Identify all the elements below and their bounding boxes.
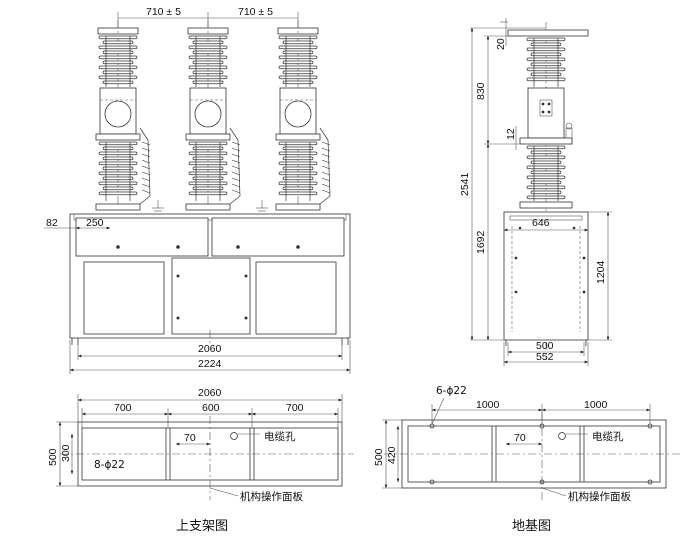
dim-span-left: 1000 <box>476 399 500 411</box>
mechanism-door <box>171 257 251 335</box>
insulator-columns <box>95 20 331 211</box>
foundation-cable-hole-label: 电缆孔 <box>592 430 624 443</box>
dim-pitch-left: 710 ± 5 <box>146 6 181 18</box>
side-base-cabinet <box>503 211 589 341</box>
upper-insulator <box>526 37 566 87</box>
lower-door-left <box>83 261 165 335</box>
interrupter-housing <box>527 87 565 139</box>
bracket-hole-label: 8-ϕ22 <box>94 459 125 471</box>
dim-lower-height: 1692 <box>475 230 487 254</box>
dim-bay-right: 700 <box>286 402 304 414</box>
cable-hole <box>230 432 238 440</box>
dim-bay-left: 700 <box>114 402 132 414</box>
lower-door-right <box>255 261 337 335</box>
front-view: 710 ± 5 710 ± 5 82 250 <box>44 6 351 374</box>
foundation-caption: 地基图 <box>512 519 551 534</box>
dim-panel-depth: 646 <box>532 217 550 229</box>
dim-base-outer: 552 <box>536 351 554 363</box>
dim-upper-height: 830 <box>475 82 487 100</box>
dim-foundation-offset: 70 <box>514 432 526 444</box>
dim-foundation-height-inner: 420 <box>386 446 398 464</box>
dim-gap: 12 <box>505 128 517 140</box>
bracket-caption: 上支架图 <box>176 519 228 534</box>
foundation-panel-label: 机构操作面板 <box>568 490 631 503</box>
dim-foundation-height-outer: 500 <box>373 448 385 466</box>
dim-total-height: 2541 <box>459 172 471 196</box>
bracket-cable-hole-label: 电缆孔 <box>264 430 296 443</box>
dim-frame-inner: 2060 <box>198 343 222 355</box>
top-terminal-plate <box>507 29 589 37</box>
lower-insulator <box>526 145 566 201</box>
dim-top-offset: 20 <box>495 38 507 50</box>
dim-span-right: 1000 <box>584 399 608 411</box>
foundation-plan: 1000 1000 70 500 420 6-ϕ22 电缆孔 机构操作面板 地基… <box>373 385 680 534</box>
dim-bracket-offset: 70 <box>184 432 196 444</box>
pole-column <box>95 20 151 211</box>
pole-column <box>185 20 241 211</box>
upper-panel-right <box>211 217 345 257</box>
dim-frame-outer: 2224 <box>198 358 222 370</box>
side-view: 2541 830 1692 20 12 1204 646 500 552 <box>459 18 612 366</box>
dim-bracket-overall: 2060 <box>198 387 222 399</box>
dim-pitch-right: 710 ± 5 <box>238 6 273 18</box>
dim-bracket-height-outer: 500 <box>47 448 59 466</box>
anchor-holes <box>429 423 653 485</box>
pole-column <box>275 20 331 211</box>
upper-bracket-plan: 2060 700 600 700 70 500 300 8-ϕ22 电缆孔 机构… <box>47 387 354 534</box>
bracket-panel-label: 机构操作面板 <box>240 490 303 503</box>
dim-panel-width: 250 <box>86 217 104 229</box>
foundation-cable-hole <box>558 432 566 440</box>
dim-frame-height: 1204 <box>595 260 607 284</box>
dim-left-offset: 82 <box>46 217 58 229</box>
dim-bracket-height-inner: 300 <box>60 444 72 462</box>
dim-bay-mid: 600 <box>202 402 220 414</box>
dim-base-inner: 500 <box>536 340 554 352</box>
foundation-hole-label: 6-ϕ22 <box>436 385 467 397</box>
upper-panel-left <box>75 217 209 257</box>
